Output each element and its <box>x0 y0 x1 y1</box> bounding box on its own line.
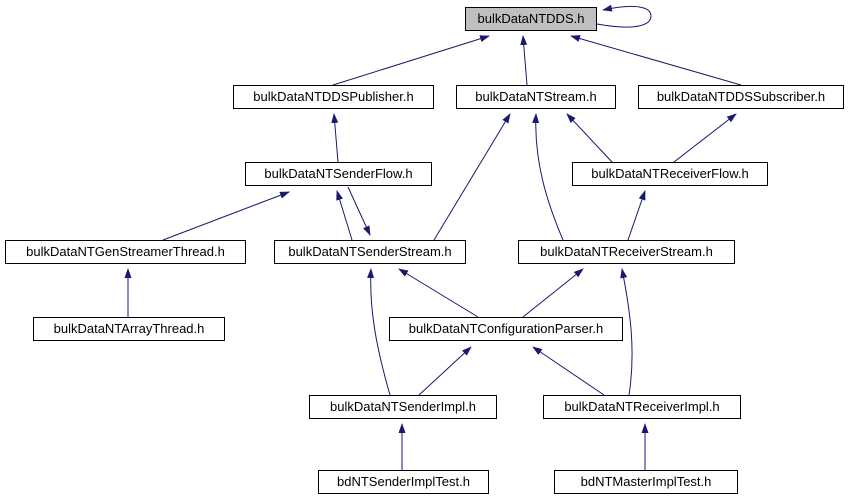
edge-receiverimpl-to-configparser <box>532 346 605 396</box>
edge-dds-to-dds-selfloop <box>596 4 652 28</box>
edge-configparser-to-receiverstream <box>522 268 584 318</box>
edge-senderflow-to-publisher <box>331 113 339 163</box>
node-bulkDataNTDDSSubscriber[interactable]: bulkDataNTDDSSubscriber.h <box>638 85 844 109</box>
node-bdNTMasterImplTest[interactable]: bdNTMasterImplTest.h <box>554 470 738 494</box>
node-bulkDataNTSenderFlow[interactable]: bulkDataNTSenderFlow.h <box>245 162 432 186</box>
edge-subscriber-to-dds <box>570 35 742 86</box>
node-bulkDataNTStream[interactable]: bulkDataNTStream.h <box>456 85 616 109</box>
edge-genstreamer-to-senderflow <box>162 191 290 241</box>
edge-receiverflow-to-stream <box>566 113 613 163</box>
edge-senderstream-to-senderflow <box>336 190 353 241</box>
edge-senderstream-to-stream <box>433 113 511 241</box>
edge-senderimpl-to-configparser <box>418 346 472 396</box>
edge-receiverstream-to-stream <box>532 113 564 241</box>
node-bulkDataNTGenStreamerThread[interactable]: bulkDataNTGenStreamerThread.h <box>5 240 246 264</box>
node-bulkDataNTDDSPublisher[interactable]: bulkDataNTDDSPublisher.h <box>233 85 434 109</box>
node-bulkDataNTReceiverFlow[interactable]: bulkDataNTReceiverFlow.h <box>572 162 768 186</box>
node-bulkDataNTSenderStream[interactable]: bulkDataNTSenderStream.h <box>274 240 466 264</box>
node-bulkDataNTConfigurationParser[interactable]: bulkDataNTConfigurationParser.h <box>389 317 623 341</box>
node-bdNTSenderImplTest[interactable]: bdNTSenderImplTest.h <box>318 470 489 494</box>
node-bulkDataNTReceiverImpl[interactable]: bulkDataNTReceiverImpl.h <box>543 395 741 419</box>
edge-senderflow-to-senderstream <box>347 186 371 236</box>
edge-receiverflow-to-subscriber <box>673 113 737 163</box>
edge-stream-to-dds <box>520 35 528 86</box>
node-bulkDataNTSenderImpl[interactable]: bulkDataNTSenderImpl.h <box>309 395 497 419</box>
node-bulkDataNTArrayThread[interactable]: bulkDataNTArrayThread.h <box>33 317 225 341</box>
node-bulkDataNTDDS: bulkDataNTDDS.h <box>465 7 597 31</box>
edge-configparser-to-senderstream <box>398 268 479 318</box>
edge-senderimpl-to-senderstream <box>367 268 391 396</box>
edge-receiverstream-to-receiverflow <box>627 190 646 241</box>
node-bulkDataNTReceiverStream[interactable]: bulkDataNTReceiverStream.h <box>518 240 735 264</box>
edge-publisher-to-dds <box>332 35 490 86</box>
edge-receiverimpl-to-receiverstream <box>620 268 633 396</box>
